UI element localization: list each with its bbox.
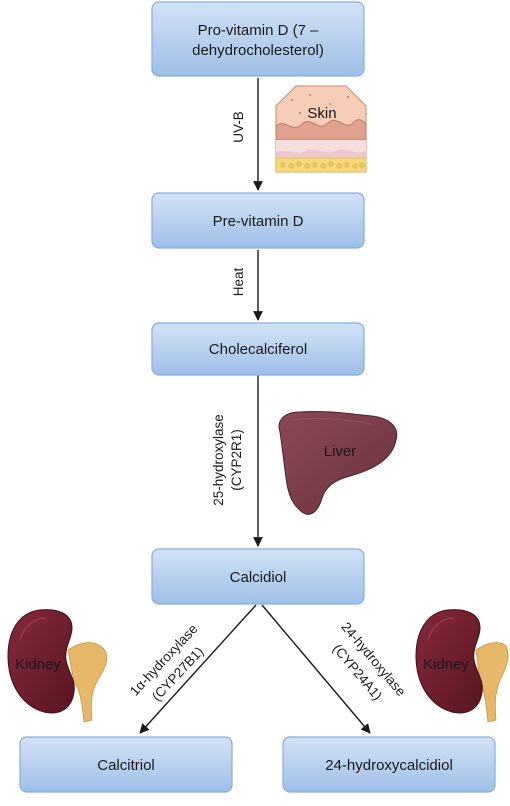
node-calcitriol-label: Calcitriol [97,757,155,774]
edge-label-25-hydroxylase-line2: (CYP2R1) [229,429,244,491]
node-cholecalciferol-label: Cholecalciferol [209,341,307,358]
edge-label-uvb: UV-B [231,111,246,143]
arrow-calcidiol-to-calcitriol [139,604,257,734]
node-calcitriol: Calcitriol [19,736,233,793]
node-previtamin-d-label: Pre-vitamin D [213,213,304,230]
edges [139,78,371,734]
node-cholecalciferol: Cholecalciferol [151,322,365,376]
arrow-calcidiol-to-24-hydroxycalcidiol [261,604,371,734]
node-provitamin-d: Pro-vitamin D (7 – dehydrocholesterol) [151,1,365,77]
skin-illustration: Skin [275,85,367,173]
node-provitamin-d-line2: dehydrocholesterol) [192,42,324,59]
liver-illustration: Liver [278,410,398,515]
edge-label-24-hydroxylase: 24-hydroxylase (CYP24A1) [330,619,409,703]
skin-label: Skin [307,105,336,122]
node-calcidiol: Calcidiol [151,548,365,605]
node-calcidiol-label: Calcidiol [230,569,287,586]
node-previtamin-d: Pre-vitamin D [151,192,365,249]
edge-label-heat: Heat [231,268,246,297]
node-provitamin-d-line1: Pro-vitamin D (7 – [198,22,320,39]
node-24-hydroxycalcidiol-label: 24-hydroxycalcidiol [325,757,453,774]
kidney-right-label: Kidney [423,656,469,673]
edge-label-25-hydroxylase: 25-hydroxylase (CYP2R1) [211,414,244,506]
edge-label-25-hydroxylase-line1: 25-hydroxylase [211,414,226,506]
kidney-left-illustration: Kidney [7,609,108,723]
kidney-right-illustration: Kidney [415,609,509,723]
node-24-hydroxycalcidiol: 24-hydroxycalcidiol [282,736,496,793]
edge-label-1a-hydroxylase: 1α-hydroxylase (CYP27B1) [127,621,207,704]
kidney-left-label: Kidney [15,656,61,673]
liver-label: Liver [324,443,357,460]
